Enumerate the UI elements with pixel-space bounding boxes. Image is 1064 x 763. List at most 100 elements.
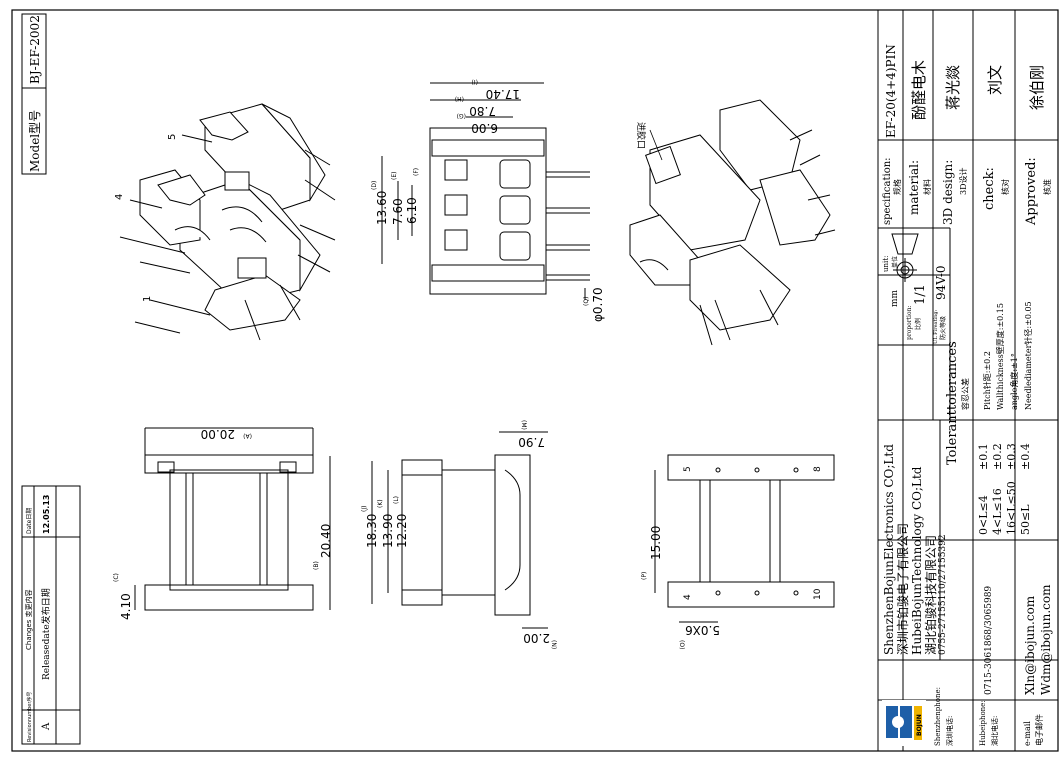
pin-label-b8: 8: [813, 466, 823, 472]
pin-label-b5: 5: [683, 466, 693, 472]
company1-en: ShenzhenBojunElectronics CO;Ltd: [882, 444, 896, 655]
pin-label-b10: 10: [813, 588, 823, 600]
approver-value: 徐伯刚: [1028, 65, 1046, 110]
dim-A: 20.00: [201, 427, 235, 441]
dim-H: 7.80: [469, 104, 496, 118]
dim-letter-M: (M): [520, 420, 527, 430]
pin-label-4: 4: [114, 194, 125, 200]
model-number: BJ-EF-2002: [28, 15, 42, 84]
pin-label-5: 5: [167, 134, 178, 140]
dim-letter-I: (I): [472, 78, 478, 85]
side-view-bottom: [371, 431, 548, 629]
tol-value-4: ±0.4: [1019, 443, 1032, 470]
pin-label-1: 1: [142, 296, 153, 302]
model-label: Model型号: [28, 110, 42, 172]
checker-value: 刘文: [986, 65, 1004, 95]
hb-phone-label: Hubeiphone:: [979, 700, 987, 746]
email-2: Wdm@ibojun.com: [1039, 584, 1053, 695]
email-cn: 电子邮件: [1034, 714, 1044, 746]
dim-P: 15.00: [649, 526, 663, 560]
designer-value: 蒋光燚: [944, 65, 962, 110]
company2-cn: 湖北铂骏科技有限公司: [923, 535, 938, 655]
dim-D: 13.60: [375, 191, 389, 225]
dim-L: 12.20: [395, 514, 409, 548]
fire-cn: 防火等级: [939, 316, 947, 340]
dim-K: 13.90: [381, 514, 395, 548]
tol-needle: Needlediameter针径:±0.05: [1023, 301, 1033, 410]
title-block: [877, 9, 1059, 752]
dim-letter-P: (P): [641, 572, 648, 580]
material-value: 酚醛电木: [910, 60, 928, 120]
fire-value: 94V-0: [934, 265, 948, 300]
company1-cn: 深圳市铂骏电子有限公司: [895, 523, 910, 655]
dim-O: 5.0X6: [685, 623, 720, 637]
projection-symbol-icon: [891, 233, 919, 282]
iso-view-left: [119, 103, 336, 341]
tol-wall: Wallthickness壁厚度:±0.15: [995, 303, 1005, 410]
dim-F: 6.10: [405, 197, 419, 224]
dim-letter-N: (N): [550, 640, 557, 649]
logo-text: BOJUN: [916, 714, 923, 736]
tol-range-2: 4<L≤16: [991, 488, 1004, 535]
dim-J: 18.30: [365, 514, 379, 548]
dim-letter-H: (H): [455, 95, 464, 102]
rev-header-date: Date日期: [25, 508, 33, 534]
unit-value: mm: [890, 289, 900, 307]
dim-letter-O: (O): [678, 640, 685, 649]
email-label: e-mail: [1023, 721, 1032, 746]
bojun-logo: [882, 700, 926, 746]
dim-letter-D: (D): [371, 181, 378, 190]
dim-Q: φ0.70: [591, 287, 605, 322]
check-label: check:: [982, 167, 997, 210]
email-1: Xln@ibojun.com: [1023, 595, 1037, 695]
hb-phone-cn: 湖北电话:: [990, 716, 999, 746]
tol-value-1: ±0.1: [977, 443, 990, 470]
material-cn: 材料: [922, 179, 932, 195]
dim-letter-B: (B): [313, 561, 320, 570]
sz-phone-label: Shenzhenphone:: [934, 687, 942, 746]
front-view-bottom-left: [134, 427, 331, 611]
sz-phone-cn: 深圳电话:: [945, 716, 954, 746]
dim-letter-L: (L): [393, 496, 400, 504]
design-cn: 3D设计: [958, 167, 968, 195]
approved-cn: 核准: [1042, 179, 1052, 195]
tol-value-2: ±0.2: [991, 443, 1004, 470]
dim-E: 7.60: [391, 198, 405, 225]
design-label: 3D design:: [941, 160, 955, 225]
tol-angle: angle角度:±1°: [1009, 353, 1019, 410]
rev-change: Releasedate发布日期: [40, 588, 52, 680]
tol-range-4: 50≤L: [1019, 504, 1032, 535]
dim-I: 17.40: [486, 87, 520, 101]
fire-label: UL Fireating:: [933, 309, 939, 344]
tol-range-1: 0<L≤4: [977, 495, 990, 535]
rev-date: 12.05.13: [42, 495, 51, 534]
spec-label: specification:: [882, 157, 893, 225]
dim-letter-J: (J): [361, 506, 368, 512]
proportion-value: 1/1: [913, 284, 928, 305]
rev-header-changes: Changes 变更内容: [24, 589, 33, 650]
dim-letter-A: (A): [243, 432, 252, 439]
bottom-view-pins: [654, 454, 835, 623]
dim-letter-F: (F): [413, 168, 420, 176]
dim-C: 4.10: [119, 593, 133, 620]
unit-label: unit:: [882, 256, 890, 272]
proportion-label: proportion:: [906, 306, 913, 340]
tol-pitch: Pitch针距:±0.2: [982, 351, 992, 410]
rev-letter: A: [41, 722, 52, 731]
dim-letter-Q: (Q): [583, 297, 590, 306]
dim-B: 20.40: [319, 524, 333, 558]
tol-title-cn: 容忍公差: [960, 378, 970, 410]
model-box: [21, 13, 47, 175]
material-label: material:: [907, 160, 921, 215]
dim-letter-G: (G): [457, 112, 466, 119]
dim-letter-K: (K): [377, 499, 384, 508]
dim-letter-E: (E): [391, 172, 398, 180]
pin-label-b4: 4: [683, 594, 693, 600]
approved-label: Approved:: [1024, 157, 1039, 226]
dim-M: 7.90: [518, 435, 545, 449]
iso-view-right: [629, 99, 836, 346]
tol-range-3: 16<L≤50: [1005, 481, 1018, 535]
check-cn: 核对: [1000, 179, 1010, 195]
